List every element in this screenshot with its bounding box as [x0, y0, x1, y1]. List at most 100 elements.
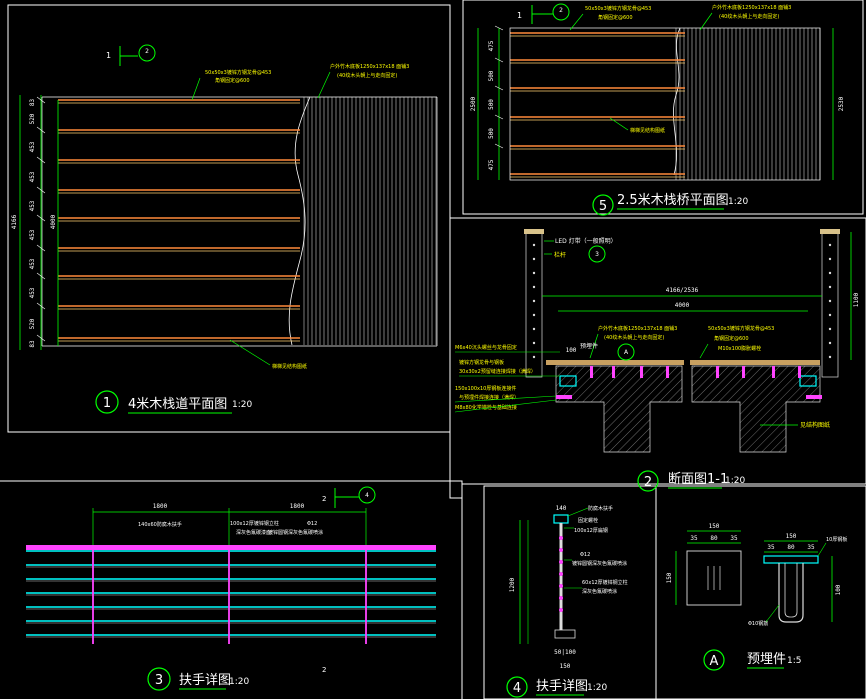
v4-dim-bottom1: 50|100: [554, 649, 576, 656]
v2-anchor-bolt: [716, 366, 719, 378]
v2-note-joist-fix2: M10x100膨胀螺栓: [718, 345, 761, 352]
v2-note-left2: 镀锌方钢龙骨与钢板: [459, 359, 504, 366]
v3-handrail-top: [26, 545, 436, 550]
v2-note-joist: 50x50x3镀锌方钢龙骨@453: [708, 325, 774, 332]
v5-scale: 1:20: [728, 197, 748, 207]
v2-title-circle: [637, 470, 659, 492]
v2-dim-height: 1100: [853, 292, 860, 307]
v3-section-circle: [358, 486, 376, 504]
v3-note-handrail: 140x60防腐木扶手: [138, 521, 182, 528]
v1-dim-tick: [36, 302, 46, 310]
v1-dim-segment: 83: [29, 340, 36, 348]
v2-section-circle: [617, 343, 635, 361]
v1-title: 4米木栈道平面图: [128, 397, 227, 412]
v2-dim-total: 4166/2536: [666, 287, 699, 294]
v2-note-left1: M6x40沉头螺丝与龙骨固定: [455, 344, 517, 351]
v2-note-deck: 户外竹木底板1250x137x18 面铺3: [598, 325, 677, 332]
v4-note-7: 深灰色氟碳喷涂: [582, 588, 617, 595]
v2-anchor-bolt: [612, 366, 615, 378]
v2-post-bolt: [828, 327, 832, 331]
v1-dim-segment: 520: [29, 113, 36, 124]
v2-post-bolt: [532, 355, 536, 359]
v4-dim-height: 1200: [509, 577, 516, 592]
v2-note-lamp: LED 灯带（一般照明）: [555, 237, 617, 245]
v2-post-bolt: [532, 299, 536, 303]
v3-bottom-label: 2: [322, 666, 326, 674]
v2-embed-right: [799, 375, 817, 387]
v5-section-label: 1: [517, 11, 522, 20]
v5-dim-tick: [494, 25, 504, 31]
v5-dim-segment: 500: [488, 70, 495, 81]
v3-note-post-sub: 深灰色氟碳漆面: [236, 529, 271, 536]
v1-leader-deck: [317, 71, 331, 99]
v5-deck-boards: [675, 28, 821, 180]
v5-dim-tick: [494, 114, 504, 120]
v5-note-base: 梯梯见结构图纸: [630, 127, 665, 134]
vA-dim-part1: 80: [710, 535, 718, 542]
v2-leader-joist: [699, 343, 709, 359]
v2-leader-deck: [589, 333, 599, 359]
v1-joists: [41, 96, 438, 347]
v4-handrail-cap: [553, 514, 569, 524]
v5-leader-joist: [569, 13, 584, 31]
v2-dim-inner: 4000: [675, 302, 690, 309]
v2-post-bolt: [828, 243, 832, 247]
v5-note-joist: 50x50x3镀锌方钢龙骨@453: [585, 5, 651, 12]
v3-dim-span1: 1800: [153, 503, 168, 510]
v5-note-deck-sub: (40纹木头朝上与走向固定): [719, 13, 779, 20]
v4-rod-dot: [559, 596, 563, 600]
v4-title-num: 4: [513, 681, 521, 696]
v2-section-circle-num: A: [624, 349, 629, 356]
v4-rod-dot: [559, 572, 563, 576]
v5-note-deck: 户外竹木底板1250x137x18 面铺3: [712, 4, 791, 11]
v2-lamp-circle: [588, 245, 606, 263]
vA-sec-rod-inner: [784, 563, 798, 618]
v4-rod-dot: [559, 560, 563, 564]
v5-dim-tick: [494, 57, 504, 63]
v1-note-deck: 户外竹木底板1250x137x18 面铺3: [330, 63, 409, 70]
view-4-handrail-section: 1200 140 50|100 150 防腐木扶手 固定螺栓 100x12厚扁钢…: [506, 505, 628, 698]
v3-note-rod: Φ12: [307, 521, 317, 527]
v2-note-rail: 栏杆: [554, 251, 566, 259]
v4-title: 扶手详图: [536, 679, 588, 694]
v2-anchor-bolt: [590, 366, 593, 378]
vA-dim-part0: 35: [690, 535, 698, 542]
vA-sec-rod: [778, 563, 804, 623]
v3-title-circle: [147, 667, 171, 691]
v2-plate-left: [556, 395, 572, 399]
v4-dim-bottom2: 150: [560, 663, 571, 670]
v2-post-bolt: [532, 243, 536, 247]
v2-scale: 1:20: [725, 476, 745, 486]
v3-section-label: 2: [322, 495, 326, 503]
frame-view-3: [0, 480, 463, 699]
v2-concrete-slab-right: [691, 365, 821, 453]
v2-anchor-bolt: [742, 366, 745, 378]
vA-dim-w2: 150: [786, 533, 797, 540]
v1-dim-segment: 453: [29, 258, 36, 269]
v1-dim-segment: 453: [29, 287, 36, 298]
v1-break-line: [288, 96, 311, 346]
vA-plate: [686, 550, 742, 606]
v2-anchor-bolt: [798, 366, 801, 378]
v4-leader-1: [567, 507, 589, 517]
v5-leader-base: [609, 117, 629, 131]
v2-note-joist-fix: 角钢固定@600: [714, 335, 749, 342]
v5-dim-segment: 475: [488, 159, 495, 170]
vA-leader-weld: [817, 542, 827, 557]
v2-note-deck-sub: (40纹木头朝上与走向固定): [604, 334, 664, 341]
v2-anchor-bolt: [666, 366, 669, 378]
v1-dim-segment: 453: [29, 200, 36, 211]
view-2-section: 4166/2536 4000 1100 100 LED 灯带（一般照明） 栏杆 …: [454, 229, 860, 492]
v5-section-circle: [552, 3, 570, 21]
v5-dim-segment: 500: [488, 128, 495, 139]
v4-rod-dot: [559, 608, 563, 612]
v1-title-num: 1: [103, 396, 111, 411]
vA-dim-h: 150: [666, 572, 673, 583]
v5-dim-segment: 475: [488, 40, 495, 51]
v4-note-6: 60x12厚镀锌钢立柱: [582, 579, 628, 586]
v2-leader-left4: [454, 395, 557, 403]
